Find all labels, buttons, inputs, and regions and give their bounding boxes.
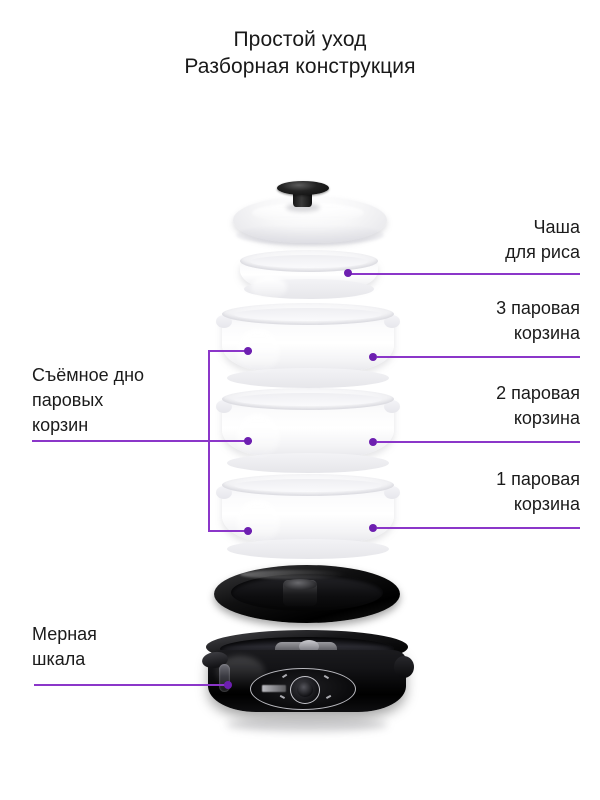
leader-line-basket-2 [377, 441, 580, 443]
leader-line-removable-bottom-underline [32, 440, 210, 442]
leader-line-basket-3 [377, 356, 580, 358]
callout-basket-2-line-1: 2 паровая [496, 383, 580, 403]
callout-removable-bottom-line-1: Съёмное дно [32, 365, 145, 385]
callout-water-scale-line-2: шкала [32, 649, 86, 669]
callout-basket-1-line-1: 1 паровая [496, 469, 580, 489]
steam-basket-3 [216, 303, 400, 388]
rice-bowl-inner-rim [249, 255, 369, 268]
basket-1-handle-right [384, 486, 400, 499]
callout-rice-bowl: Чаша для риса [380, 215, 580, 265]
callout-basket-3-line-1: 3 паровая [496, 298, 580, 318]
lid-rim [236, 225, 384, 245]
basket-1-inner-rim [234, 479, 382, 492]
basket-3-inner-rim [234, 308, 382, 321]
callout-rice-bowl-line-2: для риса [505, 242, 580, 262]
leader-line-rice-bowl [348, 273, 580, 275]
leader-line-basket-1 [377, 527, 580, 529]
leader-dot-water-scale [224, 681, 232, 689]
page-title: Простой уход Разборная конструкция [0, 26, 600, 80]
leader-branch-basket-2-bottom [208, 440, 252, 442]
leader-dot-basket-2 [369, 438, 377, 446]
leader-dot-rice-bowl [344, 269, 352, 277]
callout-removable-bottom-line-2: паровых [32, 390, 104, 410]
leader-dot-basket-3 [369, 353, 377, 361]
steam-vent-top [282, 578, 317, 590]
callout-removable-bottom-line-3: корзин [32, 415, 89, 435]
leader-dot-basket-1-bottom [244, 527, 252, 535]
callout-rice-bowl-line-1: Чаша [533, 217, 580, 237]
drip-tray [214, 565, 400, 623]
basket-2-handle-right [384, 400, 400, 413]
lid-highlight [252, 203, 364, 223]
heating-element-cap [298, 640, 319, 653]
base-unit [201, 630, 414, 732]
callout-basket-3-line-2: корзина [513, 323, 580, 343]
callout-basket-2-line-2: корзина [513, 408, 580, 428]
basket-1-removable-bottom [227, 539, 389, 559]
water-level-window [219, 664, 230, 692]
steam-basket-2 [216, 388, 400, 473]
basket-2-inner-rim [234, 393, 382, 406]
timer-dial [290, 676, 320, 704]
basket-3-removable-bottom [227, 368, 389, 388]
title-line-1: Простой уход [233, 28, 367, 51]
basket-3-handle-right [384, 315, 400, 328]
lid-knob [277, 181, 329, 195]
drip-tray-highlight [240, 569, 348, 579]
basket-2-removable-bottom [227, 453, 389, 473]
callout-water-scale-line-1: Мерная [32, 624, 97, 644]
leader-dot-basket-2-bottom [244, 437, 252, 445]
rice-bowl [240, 250, 378, 300]
title-line-2: Разборная конструкция [184, 55, 416, 78]
leader-branch-basket-1-bottom [208, 530, 252, 532]
callout-water-scale: Мерная шкала [32, 622, 232, 672]
timer-dial-center [297, 682, 313, 697]
callout-basket-1-line-2: корзина [513, 494, 580, 514]
leader-dot-basket-1 [369, 524, 377, 532]
leader-dot-basket-3-bottom [244, 347, 252, 355]
callout-removable-bottom: Съёмное дно паровых корзин [32, 363, 242, 438]
base-handle-right [394, 656, 414, 678]
brand-mark [262, 685, 286, 692]
steam-basket-1 [216, 474, 400, 559]
lid-knob-shadow [286, 203, 320, 212]
callout-basket-1: 1 паровая корзина [380, 467, 580, 517]
base-shadow [226, 718, 388, 732]
basket-1-gloss [235, 500, 281, 545]
leader-branch-basket-3-bottom [208, 350, 252, 352]
callout-basket-3: 3 паровая корзина [380, 296, 580, 346]
rice-bowl-gloss [251, 276, 287, 300]
callout-basket-2: 2 паровая корзина [380, 381, 580, 431]
leader-line-water-scale [34, 684, 230, 686]
basket-2-gloss [235, 414, 281, 459]
